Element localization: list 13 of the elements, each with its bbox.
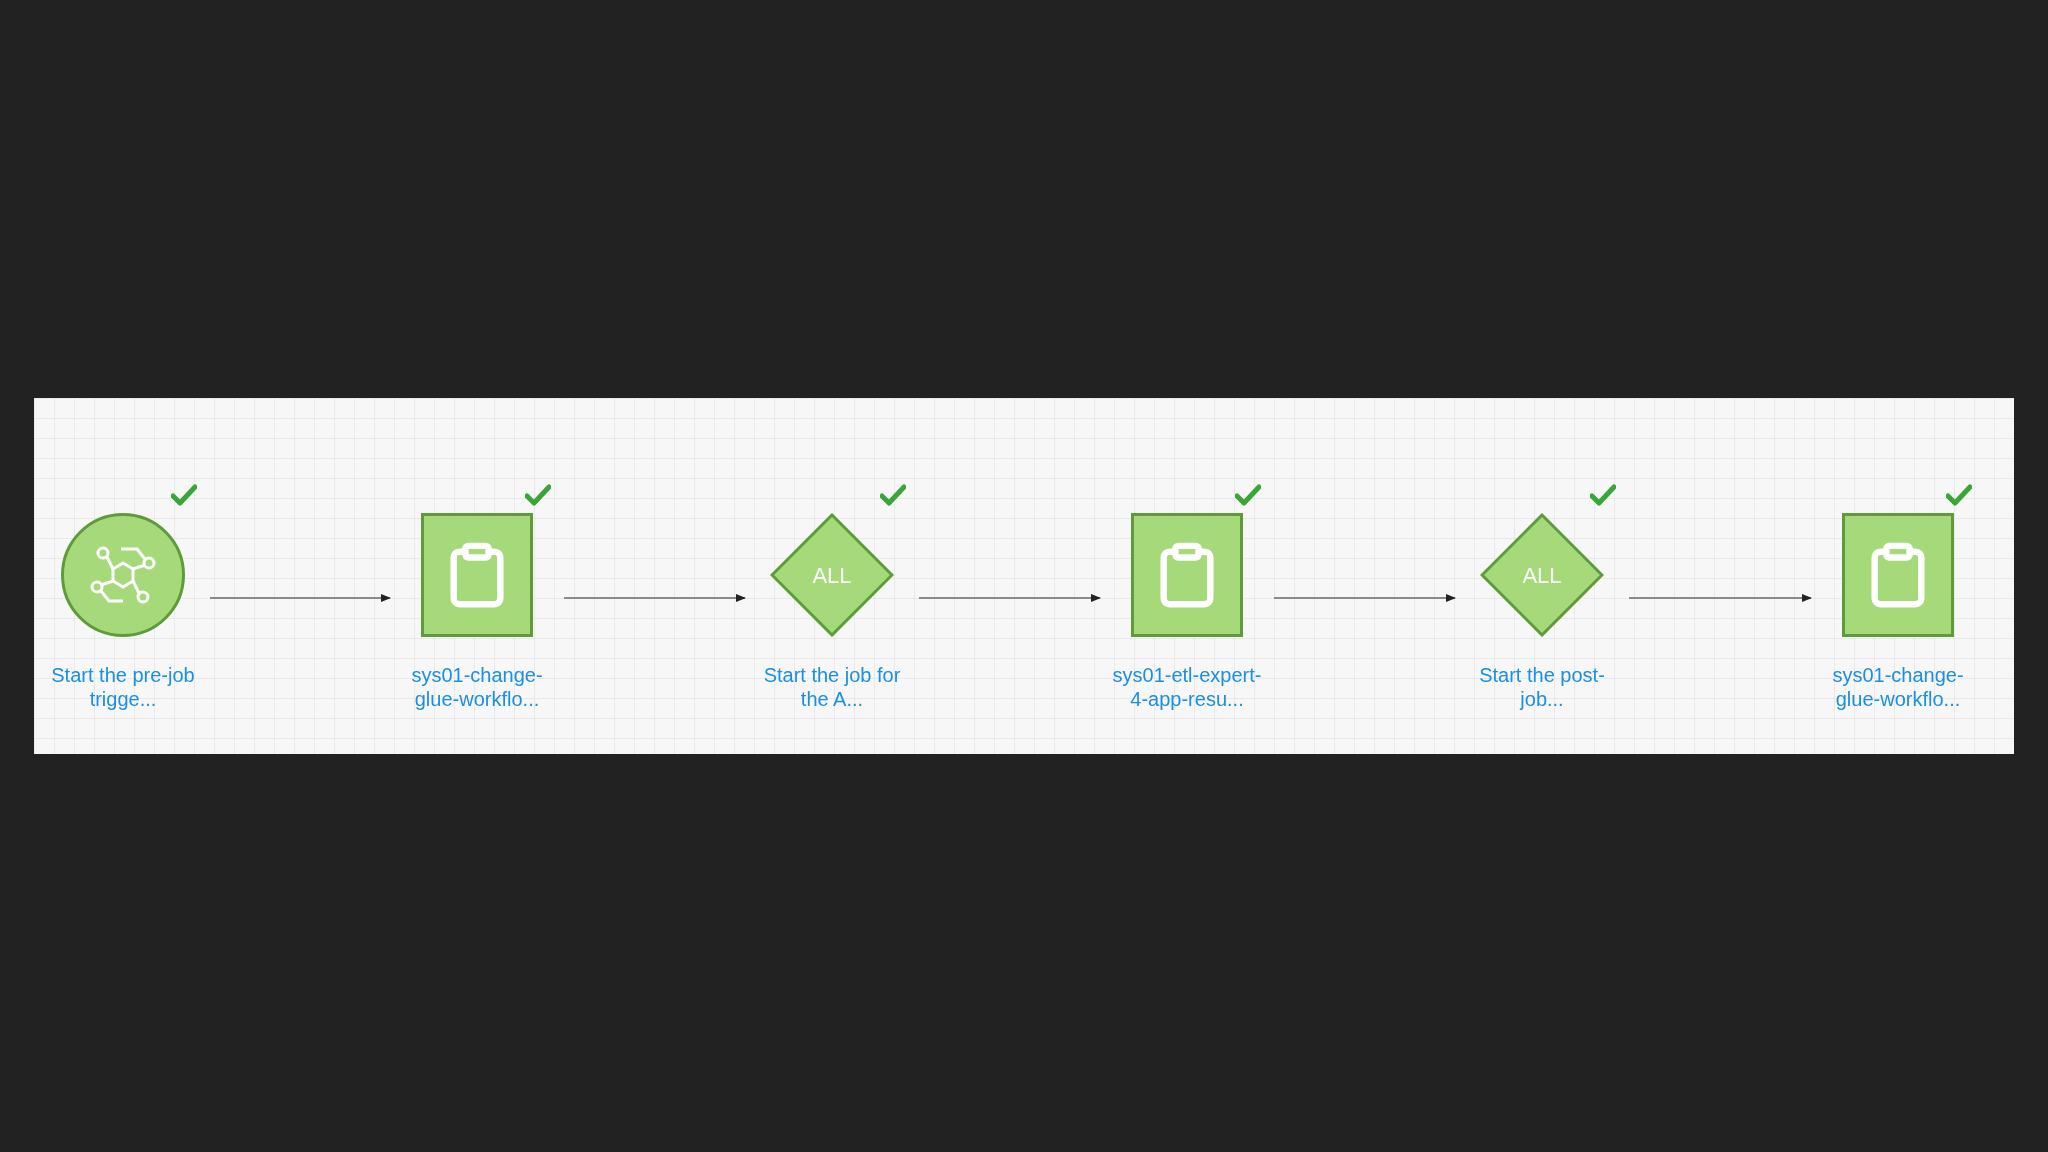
node-caption: Start the pre-job trigge... <box>50 663 196 711</box>
node-caption: Start the post-job... <box>1478 663 1606 711</box>
node-caption: sys01-etl-expert-4-app-resu... <box>1112 663 1262 711</box>
node-caption: Start the job for the A... <box>762 663 902 711</box>
condition-label: ALL <box>1522 561 1562 590</box>
arrow <box>918 594 1101 602</box>
arrow <box>209 594 391 602</box>
arrow <box>563 594 746 602</box>
condition-label: ALL <box>812 561 852 590</box>
node-caption: sys01-change-glue-workflo... <box>1831 663 1965 711</box>
node-caption: sys01-change-glue-workflo... <box>410 663 544 711</box>
arrow <box>1628 594 1812 602</box>
arrow <box>1273 594 1456 602</box>
